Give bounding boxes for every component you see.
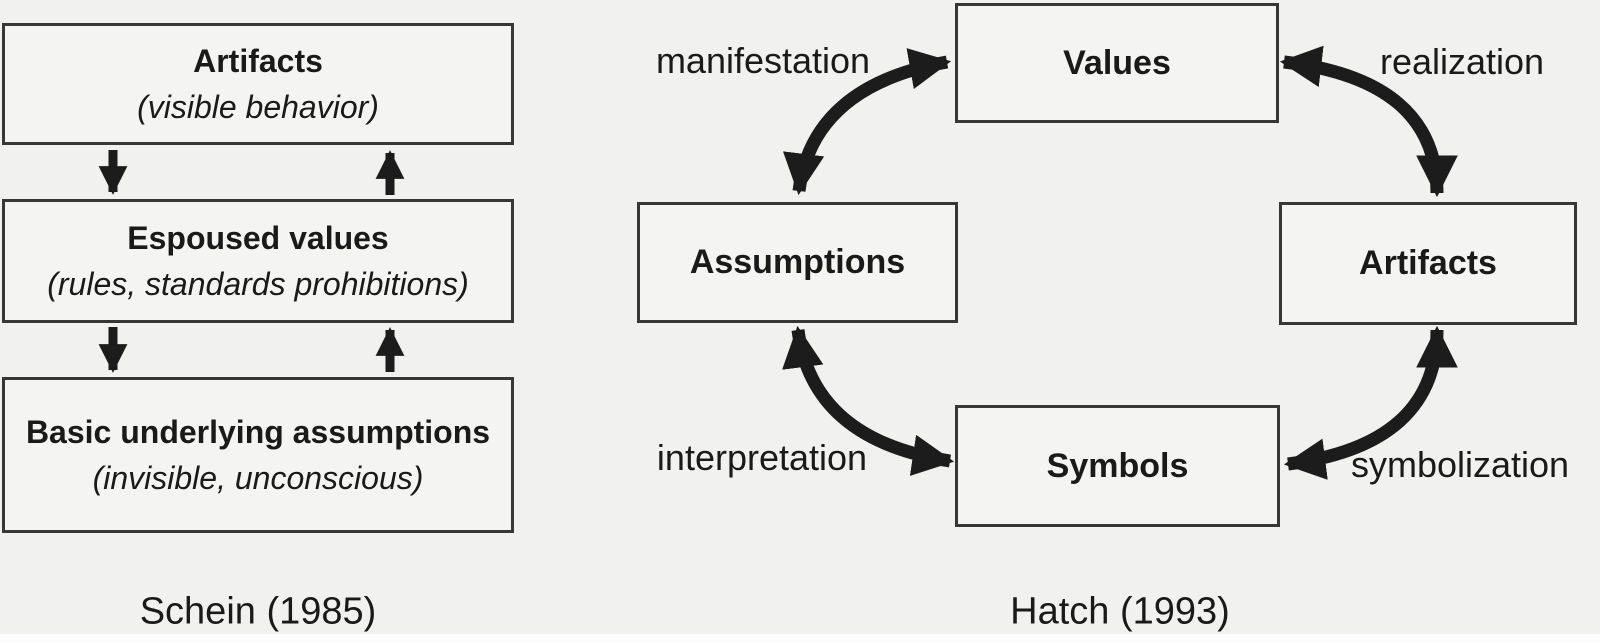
hatch-box-artifacts: Artifacts xyxy=(1279,202,1577,325)
schein-box-espoused-values: Espoused values (rules, standards prohib… xyxy=(2,199,514,323)
bottom-edge xyxy=(0,634,1600,643)
hatch-box-artifacts-label: Artifacts xyxy=(1359,244,1497,282)
link-label-realization: realization xyxy=(1379,41,1545,82)
schein-box-basic-assumptions-subtitle: (invisible, unconscious) xyxy=(92,460,424,496)
hatch-box-values-label: Values xyxy=(1063,43,1171,82)
schein-box-basic-assumptions: Basic underlying assumptions (invisible,… xyxy=(2,377,514,533)
schein-box-artifacts-subtitle: (visible behavior) xyxy=(137,89,379,125)
hatch-box-assumptions: Assumptions xyxy=(637,202,958,323)
schein-box-artifacts-title: Artifacts xyxy=(193,42,323,79)
hatch-caption: Hatch (1993) xyxy=(1010,590,1230,633)
hatch-box-values: Values xyxy=(955,3,1279,123)
schein-box-espoused-values-subtitle: (rules, standards prohibitions) xyxy=(47,266,469,302)
link-label-symbolization: symbolization xyxy=(1350,444,1570,485)
hatch-box-symbols: Symbols xyxy=(955,405,1280,527)
link-label-interpretation: interpretation xyxy=(656,437,868,478)
schein-box-basic-assumptions-title: Basic underlying assumptions xyxy=(25,413,491,450)
schein-box-artifacts: Artifacts (visible behavior) xyxy=(2,23,514,145)
hatch-box-symbols-label: Symbols xyxy=(1046,446,1189,485)
hatch-box-assumptions-label: Assumptions xyxy=(689,243,906,281)
link-label-manifestation: manifestation xyxy=(655,40,871,81)
schein-caption: Schein (1985) xyxy=(139,590,377,633)
schein-box-espoused-values-title: Espoused values xyxy=(127,219,389,256)
